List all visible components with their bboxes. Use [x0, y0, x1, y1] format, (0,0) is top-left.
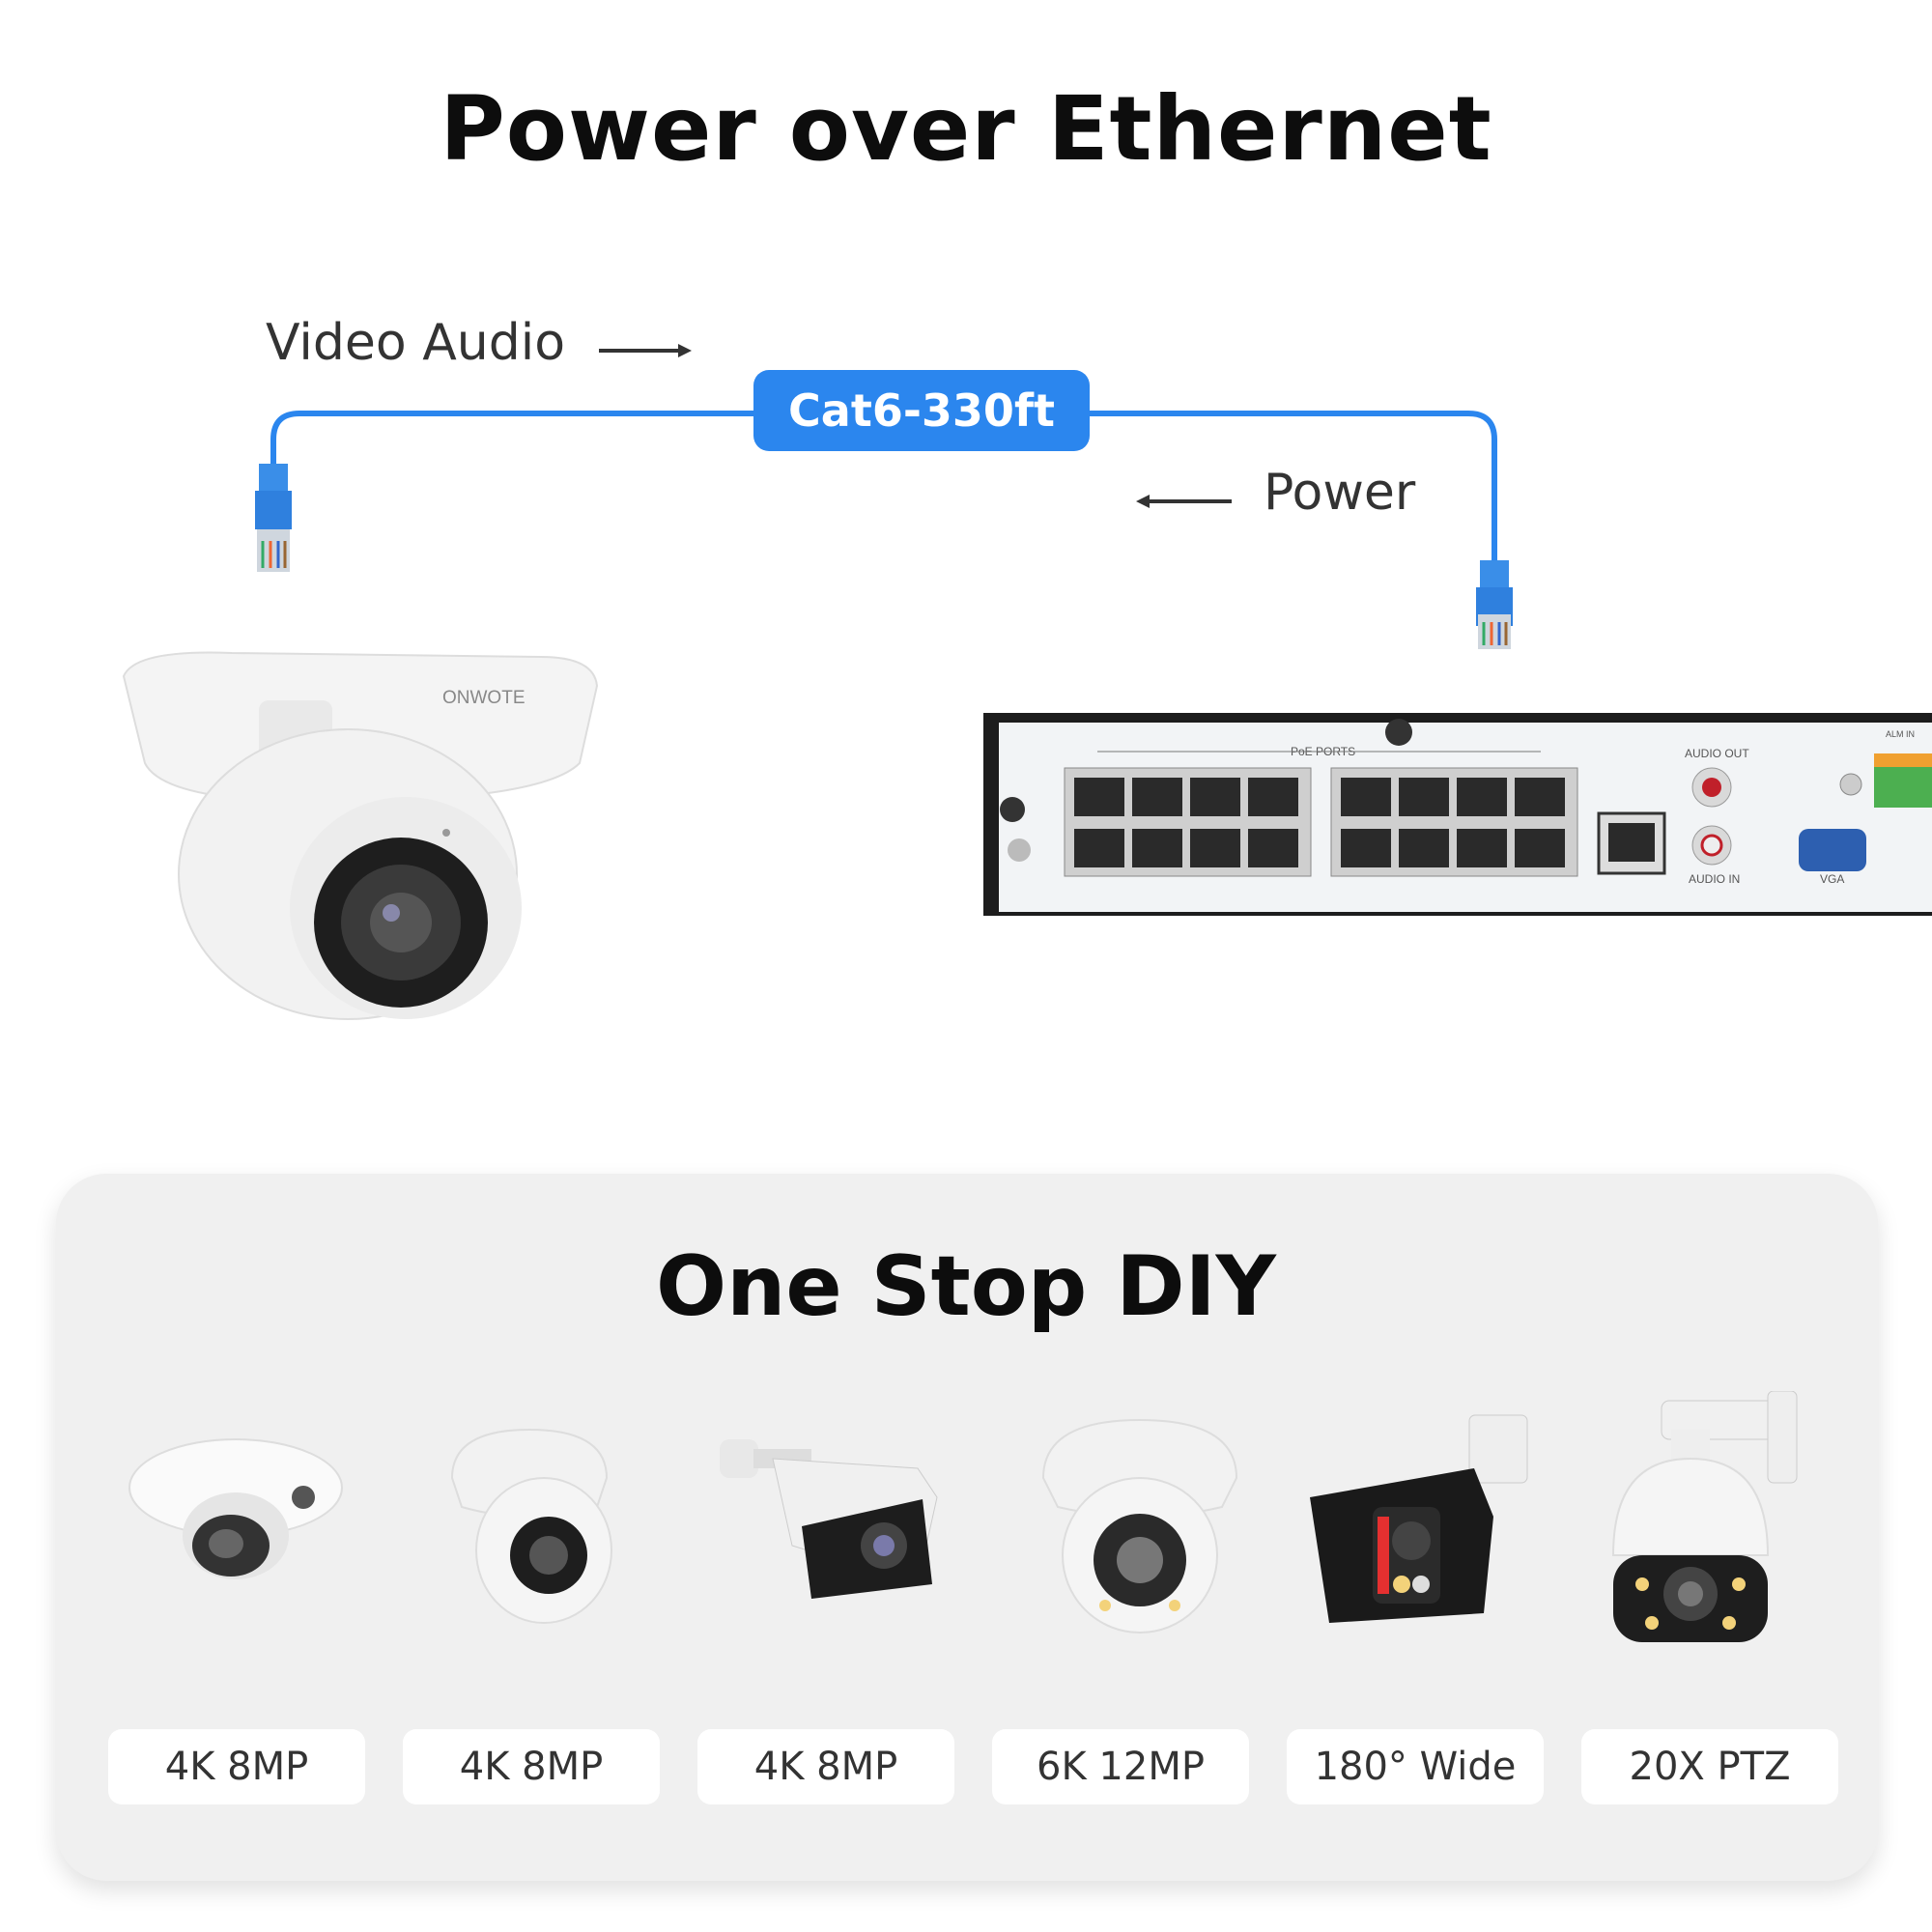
- lineup-title: One Stop DIY: [656, 1238, 1276, 1335]
- lineup-item-4: 6K 12MP: [992, 1729, 1249, 1804]
- color-turret-camera-icon: [1041, 1418, 1238, 1634]
- page-title: Power over Ethernet: [440, 77, 1492, 181]
- audio-out-label: AUDIO OUT: [1685, 747, 1749, 760]
- video-audio-label: Video Audio: [266, 314, 566, 372]
- lineup-item-1: 4K 8MP: [108, 1729, 365, 1804]
- cable-badge: Cat6-330ft: [753, 370, 1090, 451]
- alarm-in-label: ALM IN: [1886, 729, 1915, 739]
- rj45-plug-left-icon: [255, 464, 292, 572]
- dome-camera-icon: ONWOTE: [122, 651, 599, 1020]
- lineup-item-6: 20X PTZ: [1581, 1729, 1838, 1804]
- nvr-recorder-icon: PoE PORTS AUDIO OUT AUDIO IN VGA: [983, 713, 1932, 916]
- camera-brand-label: ONWOTE: [442, 688, 526, 708]
- lineup-item-2: 4K 8MP: [403, 1729, 660, 1804]
- lineup-item-5: 180° Wide: [1287, 1729, 1544, 1804]
- ptz-camera-icon: [1611, 1391, 1798, 1642]
- bullet-camera-icon: [720, 1439, 938, 1599]
- mini-dome-camera-icon: [128, 1438, 343, 1579]
- dual-lens-bullet-camera-icon: [1310, 1414, 1528, 1623]
- vga-label: VGA: [1820, 872, 1844, 886]
- audio-in-label: AUDIO IN: [1689, 872, 1740, 886]
- cable-diagram: ONWOTE PoE PORTS AUDIO OUT: [122, 344, 1932, 1020]
- arrow-right-icon: [599, 344, 692, 357]
- turret-camera-icon: [450, 1428, 612, 1624]
- rj45-plug-right-icon: [1476, 560, 1513, 649]
- arrow-left-icon: [1136, 495, 1232, 508]
- lineup-item-3: 4K 8MP: [697, 1729, 954, 1804]
- power-label: Power: [1264, 464, 1416, 522]
